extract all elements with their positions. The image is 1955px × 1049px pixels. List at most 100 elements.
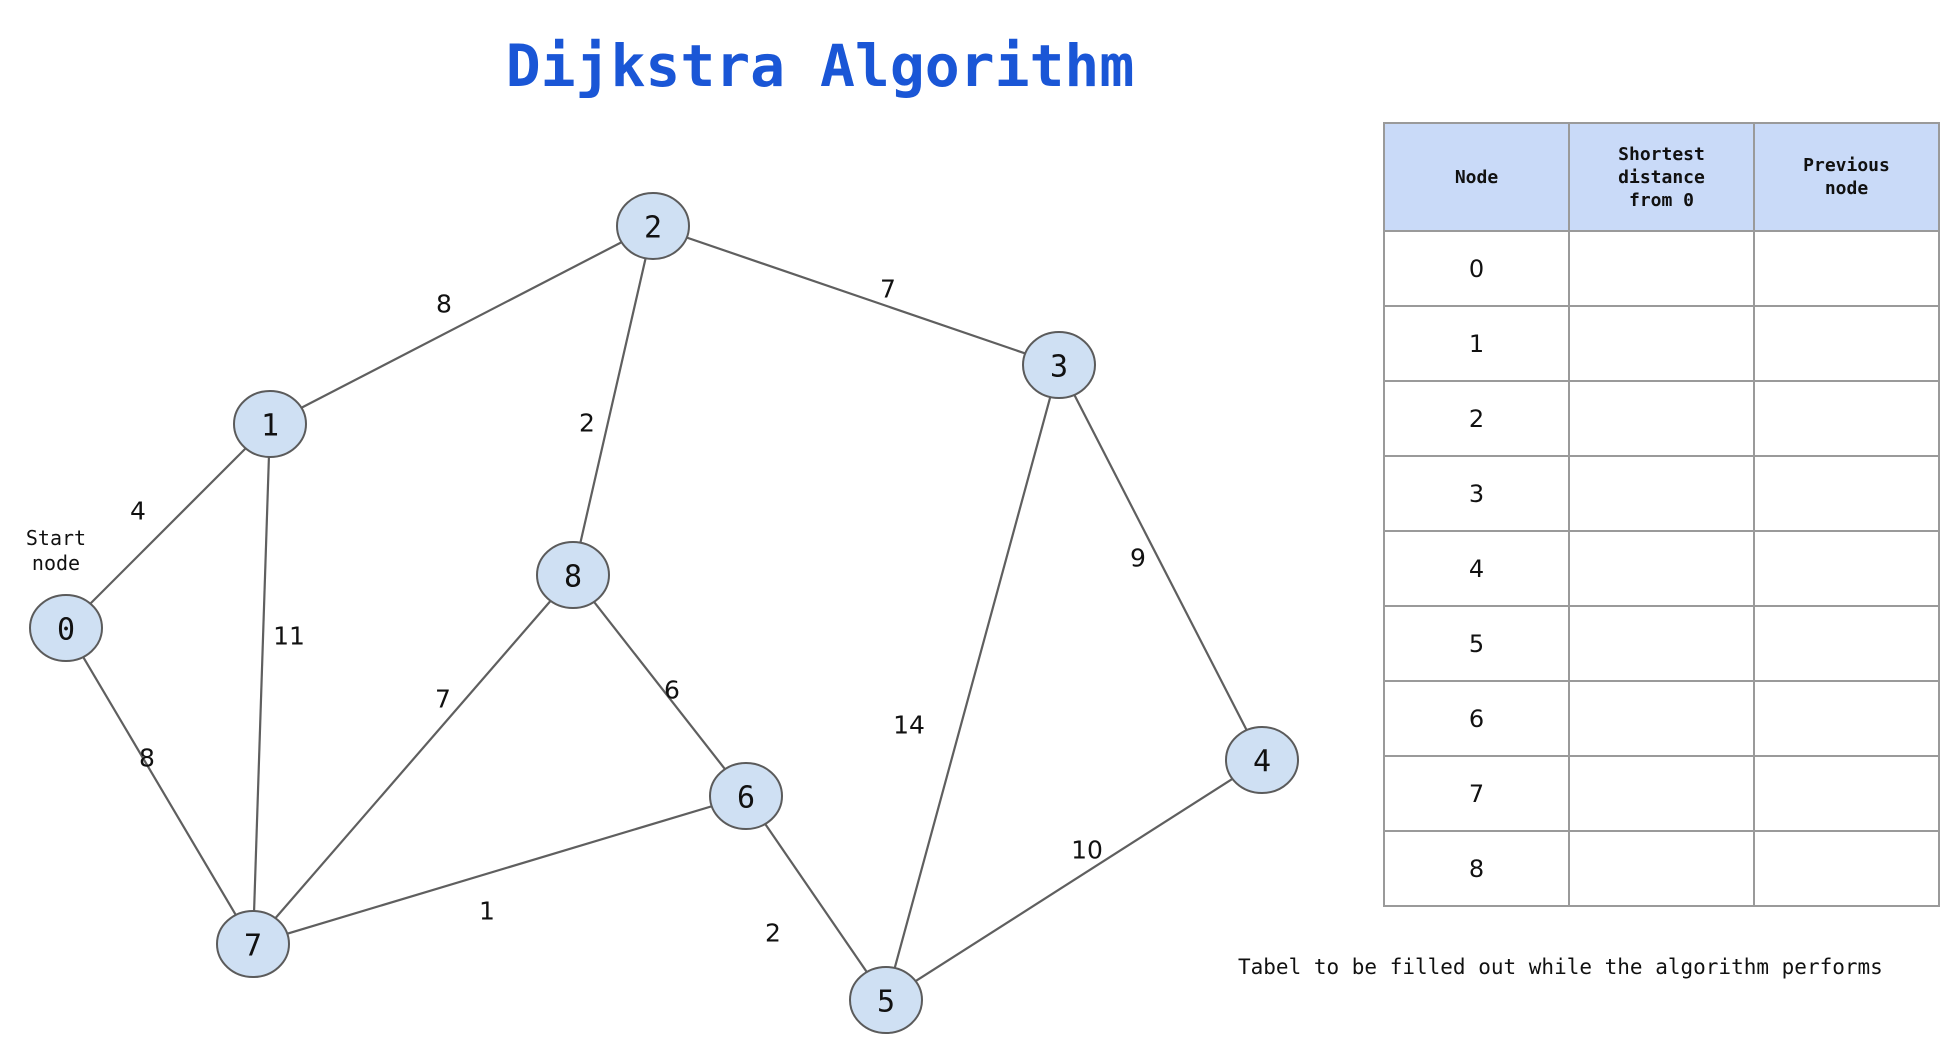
table-row: 3 (1383, 455, 1940, 532)
edge-weight-4-5: 10 (1071, 836, 1103, 865)
nodes-layer: 0 1 2 3 4 5 6 7 8 (29, 192, 1299, 1034)
graph-node-3: 3 (1022, 331, 1096, 399)
page-title: Dijkstra Algorithm (506, 32, 1135, 100)
edge-weight-3-5: 14 (893, 711, 925, 740)
edge-weight-6-8: 6 (664, 676, 680, 705)
graph-node-0: 0 (29, 594, 103, 662)
node-cell: 6 (1383, 680, 1570, 757)
previous-node-cell (1753, 455, 1940, 532)
graph-node-circle-6 (709, 762, 783, 830)
table-caption: Tabel to be filled out while the algorit… (1238, 955, 1883, 979)
edge-1-2 (269, 225, 654, 425)
graph-node-label-7: 7 (244, 929, 262, 964)
graph-node-label-5: 5 (877, 985, 895, 1020)
graph-node-8: 8 (536, 541, 610, 609)
graph-node-circle-2 (616, 192, 690, 260)
graph-node-label-8: 8 (564, 560, 582, 595)
edge-1-7 (251, 423, 272, 945)
edge-3-5 (884, 364, 1061, 1001)
graph-node-5: 5 (849, 966, 923, 1034)
edge-5-6 (745, 795, 887, 1001)
table-row: 7 (1383, 755, 1940, 832)
graph-node-circle-7 (216, 910, 290, 978)
graph-node-7: 7 (216, 910, 290, 978)
distance-cell (1568, 380, 1755, 457)
table-row: 2 (1383, 380, 1940, 457)
distance-cell (1568, 755, 1755, 832)
edge-weight-0-7: 8 (139, 744, 155, 773)
previous-node-cell (1753, 680, 1940, 757)
node-cell: 8 (1383, 830, 1570, 907)
edge-0-1 (65, 423, 271, 629)
edge-0-7 (65, 627, 254, 945)
edge-6-7 (252, 794, 747, 946)
edge-weight-1-7: 11 (273, 622, 305, 651)
previous-node-cell (1753, 305, 1940, 382)
node-cell: 3 (1383, 455, 1570, 532)
edge-weight-1-2: 8 (436, 290, 452, 319)
edge-2-3 (652, 224, 1060, 367)
edge-6-8 (572, 574, 747, 797)
edge-weight-6-7: 1 (479, 897, 495, 926)
edges-layer (65, 224, 1263, 1001)
node-cell: 1 (1383, 305, 1570, 382)
edge-weight-5-6: 2 (765, 919, 781, 948)
graph-node-circle-5 (849, 966, 923, 1034)
previous-node-cell (1753, 530, 1940, 607)
graph-node-1: 1 (233, 390, 307, 458)
distance-cell (1568, 830, 1755, 907)
previous-node-cell (1753, 830, 1940, 907)
distance-cell (1568, 305, 1755, 382)
node-cell: 7 (1383, 755, 1570, 832)
distance-cell (1568, 230, 1755, 307)
graph-node-circle-3 (1022, 331, 1096, 399)
graph-node-label-2: 2 (644, 211, 662, 246)
distance-cell (1568, 455, 1755, 532)
node-cell: 4 (1383, 530, 1570, 607)
table-row: 1 (1383, 305, 1940, 382)
graph-node-4: 4 (1225, 726, 1299, 794)
previous-node-cell (1753, 755, 1940, 832)
distance-cell (1568, 605, 1755, 682)
table-row: 8 (1383, 830, 1940, 907)
header-shortest-distance: Shortest distance from 0 (1568, 122, 1755, 232)
graph-node-label-4: 4 (1253, 745, 1271, 780)
edge-4-5 (885, 759, 1263, 1001)
graph-node-label-3: 3 (1050, 350, 1068, 385)
previous-node-cell (1753, 605, 1940, 682)
graph-node-circle-0 (29, 594, 103, 662)
graph-node-circle-4 (1225, 726, 1299, 794)
distance-cell (1568, 680, 1755, 757)
graph-node-label-6: 6 (737, 781, 755, 816)
table-row: 5 (1383, 605, 1940, 682)
node-cell: 5 (1383, 605, 1570, 682)
edge-2-8 (571, 225, 655, 576)
graph-node-label-1: 1 (261, 409, 279, 444)
start-node-label-line2: node (32, 551, 80, 575)
edge-weight-2-8: 2 (579, 409, 595, 438)
graph-node-2: 2 (616, 192, 690, 260)
header-previous-node: Previous node (1753, 122, 1940, 232)
node-cell: 2 (1383, 380, 1570, 457)
edge-weight-3-4: 9 (1130, 544, 1146, 573)
table-row: 0 (1383, 230, 1940, 307)
previous-node-cell (1753, 380, 1940, 457)
graph-node-circle-8 (536, 541, 610, 609)
start-node-label-line1: Start (26, 526, 86, 550)
header-node: Node (1383, 122, 1570, 232)
table-row: 6 (1383, 680, 1940, 757)
table-row: 4 (1383, 530, 1940, 607)
graph-node-6: 6 (709, 762, 783, 830)
edge-weight-0-1: 4 (130, 497, 146, 526)
edge-7-8 (252, 574, 574, 945)
edge-weight-2-3: 7 (880, 275, 896, 304)
previous-node-cell (1753, 230, 1940, 307)
graph-node-label-0: 0 (57, 613, 75, 648)
edge-3-4 (1058, 364, 1263, 761)
